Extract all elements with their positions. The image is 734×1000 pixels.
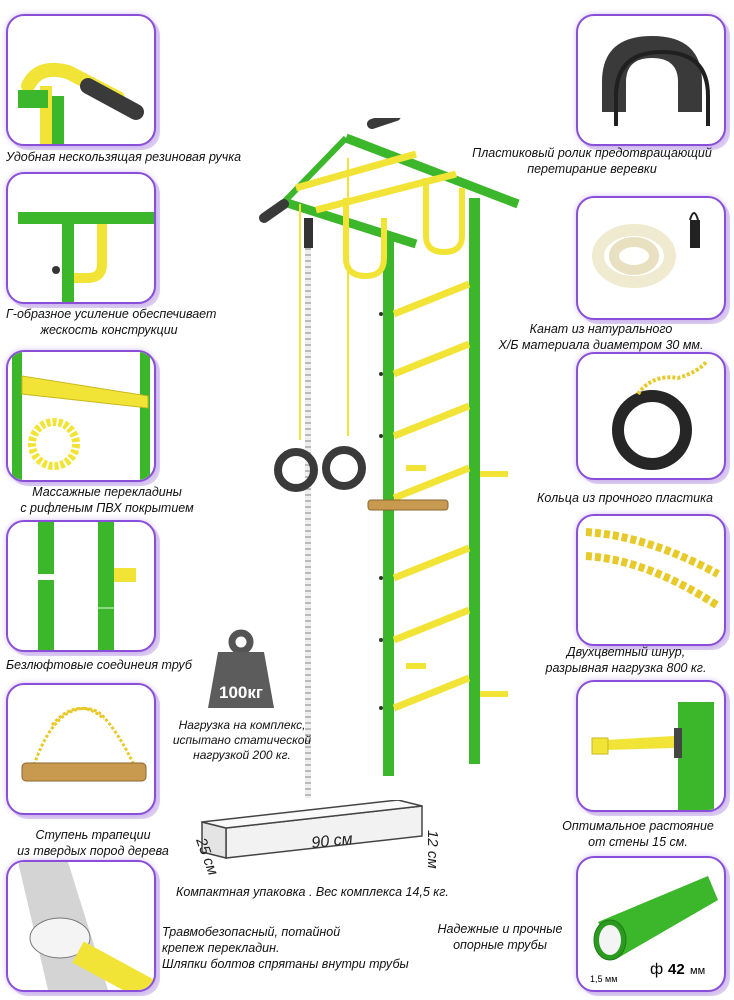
package-box: 90 см 12 см 25 см: [192, 800, 441, 878]
caption-wall-distance: Оптимальное растояние от стены 15 см.: [544, 818, 732, 850]
trapeze-step-image: [21, 706, 147, 782]
support-pipes-image: 1,5 мм ф 42 мм: [590, 876, 718, 984]
caption-wall-distance-line2: от стены 15 см.: [588, 835, 688, 849]
caption-trapeze-step: Ступень трапеции из твердых пород дерева: [6, 827, 180, 859]
caption-trapeze-step-line1: Ступень трапеции: [35, 828, 151, 842]
caption-hidden-bolts-line2: крепеж перекладин.: [162, 941, 280, 955]
caption-cotton-rope: Канат из натурального Х/Б материала диам…: [470, 321, 732, 353]
package-length: 90 см: [311, 831, 354, 852]
thumb-support-pipes: 1,5 мм ф 42 мм: [576, 856, 726, 992]
caption-load: Нагрузка на комплекс, испытано статическ…: [170, 718, 314, 763]
caption-l-reinforcement: Г-образное усиление обеспечивает жескост…: [6, 306, 217, 338]
caption-rubber-handle: Удобная нескользящая резиновая ручка: [6, 150, 242, 164]
caption-massage-rungs-line1: Массажные перекладины: [32, 485, 182, 499]
caption-massage-rungs: Массажные перекладины с рифленым ПВХ пок…: [10, 484, 204, 516]
caption-hidden-bolts: Травмобезопасный, потайной крепеж перекл…: [162, 924, 409, 972]
caption-two-color-cord-line2: разрывная нагрузка 800 кг.: [545, 661, 707, 675]
caption-hidden-bolts-line1: Травмобезопасный, потайной: [162, 925, 341, 939]
caption-load-line2: испытано статической: [172, 733, 312, 747]
caption-two-color-cord-line1: Двухцветный шнур,: [566, 645, 686, 659]
caption-l-reinforcement-line1: Г-образное усиление обеспечивает: [6, 307, 217, 321]
thumb-two-color-cord: [576, 514, 726, 646]
thumb-wall-distance: [576, 680, 726, 812]
caption-pipe-joints: Безлюфтовые соединеия труб: [6, 658, 192, 672]
hidden-bolts-image: [18, 862, 154, 990]
caption-load-line1: Нагрузка на комплекс,: [178, 718, 306, 732]
weight-icon: 100кг: [208, 629, 274, 708]
caption-plastic-roller-line1: Пластиковый ролик предотвращающий: [472, 146, 712, 160]
caption-cotton-rope-line1: Канат из натурального: [529, 322, 673, 336]
pipe-diameter-value: 42: [668, 961, 685, 978]
pipe-diameter-symbol: ф: [650, 961, 663, 978]
thumb-hidden-bolts: [6, 860, 156, 992]
l-reinforcement-image: [18, 212, 154, 302]
caption-massage-rungs-line2: с рифленым ПВХ покрытием: [20, 501, 194, 515]
plastic-roller-image: [602, 36, 710, 126]
weight-label: 100кг: [219, 683, 263, 702]
wall-bars-illustration: [259, 118, 520, 798]
caption-package: Компактная упаковка . Вес комплекса 14,5…: [176, 885, 449, 899]
thumb-cotton-rope: [576, 196, 726, 320]
caption-support-pipes: Надежные и прочные опорные трубы: [424, 921, 576, 953]
caption-two-color-cord: Двухцветный шнур, разрывная нагрузка 800…: [520, 644, 732, 676]
caption-hidden-bolts-line3: Шляпки болтов спрятаны внутри трубы: [162, 957, 409, 971]
package-height: 12 см: [424, 830, 441, 869]
thumb-plastic-rings: [576, 352, 726, 480]
rubber-handle-image: [18, 62, 144, 144]
caption-wall-distance-line1: Оптимальное растояние: [562, 819, 714, 833]
plastic-rings-image: [612, 360, 708, 470]
pipe-joints-image: [38, 522, 136, 650]
thumb-plastic-roller: [576, 14, 726, 146]
caption-trapeze-step-line2: из твердых пород дерева: [17, 844, 169, 858]
caption-load-line3: нагрузкой 200 кг.: [193, 748, 291, 762]
thumb-trapeze-step: [6, 683, 156, 815]
cotton-rope-image: [592, 212, 700, 288]
caption-cotton-rope-line2: Х/Б материала диаметром 30 мм.: [498, 338, 704, 352]
caption-l-reinforcement-line2: жескость конструкции: [40, 323, 178, 337]
caption-plastic-roller: Пластиковый ролик предотвращающий перети…: [454, 145, 730, 177]
caption-plastic-rings: Кольца из прочного пластика: [537, 491, 713, 505]
pipe-thickness-label: 1,5 мм: [590, 974, 617, 984]
caption-support-pipes-line2: опорные трубы: [453, 938, 547, 952]
wall-distance-image: [591, 702, 714, 810]
thumb-rubber-handle: [6, 14, 156, 146]
thumb-pipe-joints: [6, 520, 156, 652]
two-color-cord-image: [585, 528, 721, 610]
caption-support-pipes-line1: Надежные и прочные: [437, 922, 563, 936]
thumb-massage-rungs: [6, 350, 156, 482]
massage-rungs-image: [12, 352, 150, 480]
thumb-l-reinforcement: [6, 172, 156, 304]
pipe-diameter-unit: мм: [690, 965, 705, 977]
caption-plastic-roller-line2: перетирание веревки: [527, 162, 657, 176]
